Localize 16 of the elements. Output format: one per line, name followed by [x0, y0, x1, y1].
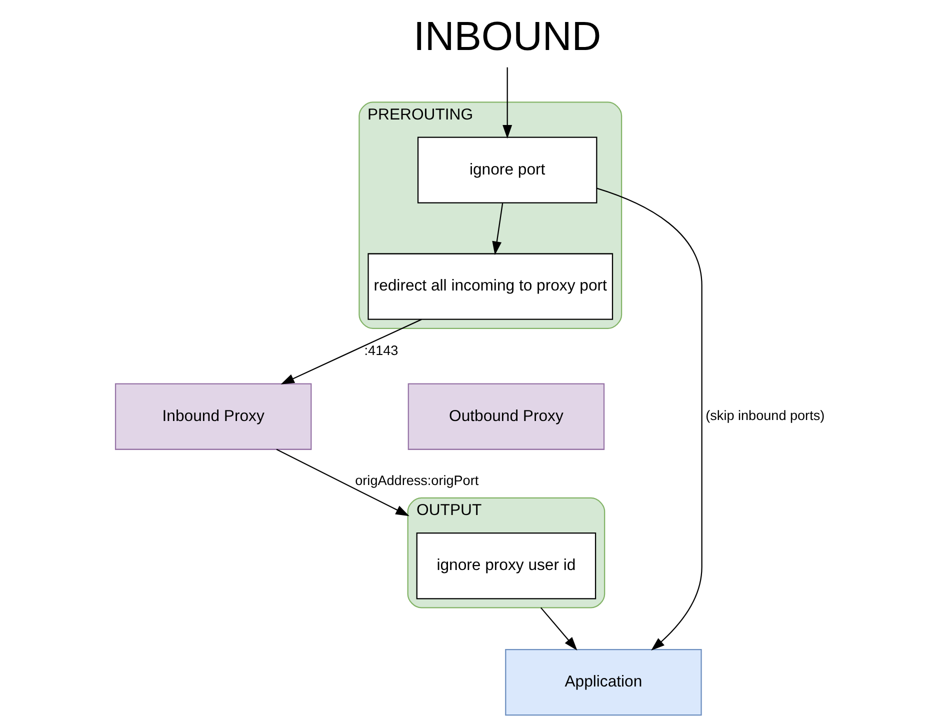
arrow [492, 202, 504, 256]
node-box: ignore port [417, 136, 598, 204]
edge-label: (skip inbound ports) [706, 408, 825, 424]
arrow [596, 188, 702, 651]
arrow [276, 448, 410, 516]
node-box: Outbound Proxy [408, 383, 605, 450]
arrow [280, 318, 422, 384]
edge-label: :4143 [364, 343, 398, 358]
arrow [540, 607, 578, 650]
node-text: INBOUND [414, 12, 602, 59]
node-box: ignore proxy user id [416, 532, 596, 600]
node-box: Inbound Proxy [114, 383, 312, 450]
node-box: redirect all incoming to proxy port [368, 253, 614, 320]
arrow [502, 67, 512, 139]
edge-label: origAddress:origPort [355, 473, 479, 488]
node-box: Application [505, 648, 702, 716]
